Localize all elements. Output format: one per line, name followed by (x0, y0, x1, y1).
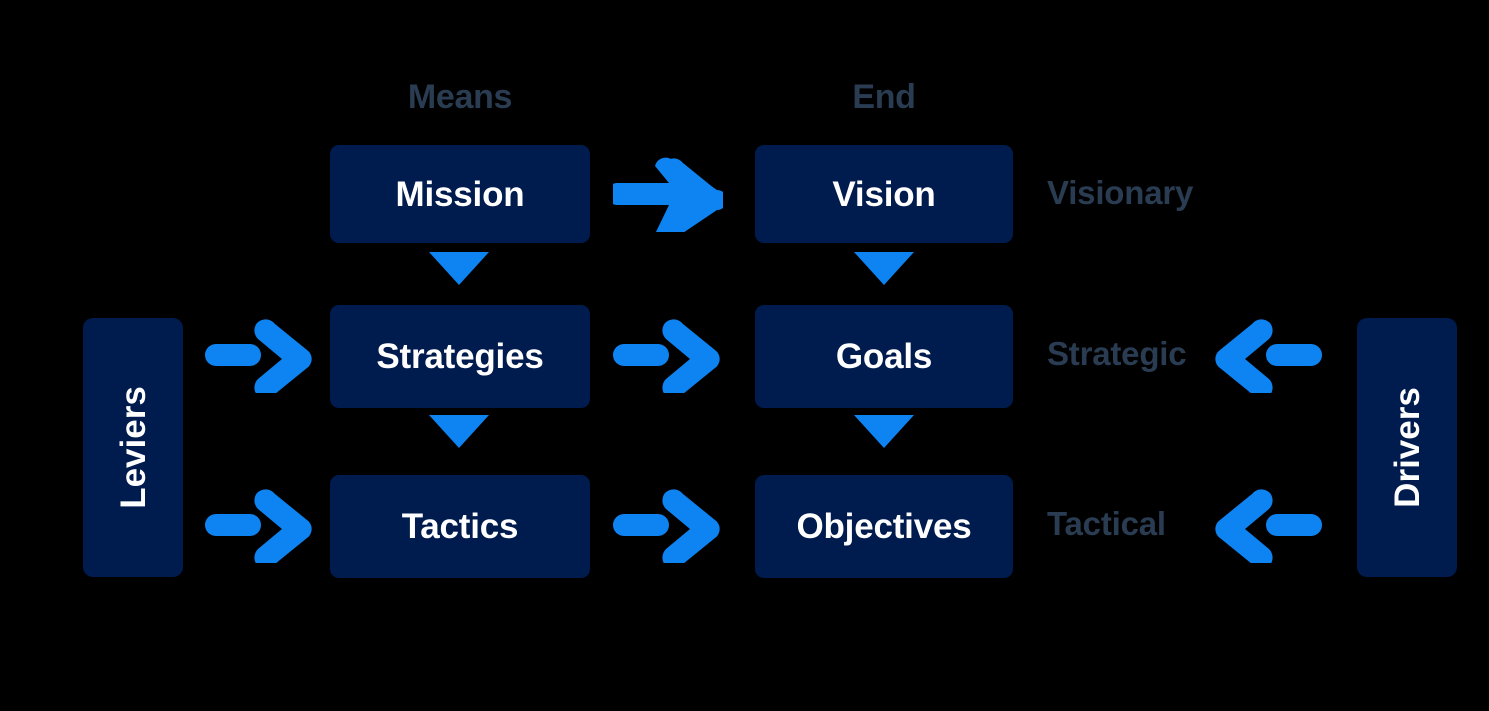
arrow-left-icon-drivers-to-strategic (1212, 317, 1322, 393)
tier-label-strategic: Strategic (1047, 335, 1187, 372)
node-label-vision: Vision (832, 174, 936, 214)
arrow-right-icon-mission-to-vision (613, 156, 723, 232)
tier-label-tactical: Tactical (1047, 505, 1166, 542)
triangle-down-icon-goals-to-objectives (854, 415, 914, 448)
column-header-end: End (852, 78, 916, 116)
column-header-means: Means (407, 78, 513, 116)
tier-label-visionary: Visionary (1047, 174, 1194, 211)
arrow-left-icon-drivers-to-tactical (1212, 487, 1322, 563)
side-box-leviers[interactable]: Leviers (83, 318, 183, 577)
side-box-drivers-label: Drivers (1387, 387, 1427, 508)
triangle-down-icon-strategies-to-tactics (429, 415, 489, 448)
node-box-vision[interactable]: Vision (755, 145, 1013, 243)
triangle-down-icon-vision-to-goals (854, 252, 914, 285)
arrow-right-icon-strategies-to-goals (613, 317, 723, 393)
node-box-strategies[interactable]: Strategies (330, 305, 590, 408)
node-label-tactics: Tactics (401, 507, 519, 546)
node-label-mission: Mission (395, 174, 525, 214)
triangle-down-icon-mission-to-strategies (429, 252, 489, 285)
arrow-right-icon-tactics-to-objectives (613, 487, 723, 563)
node-label-strategies: Strategies (376, 337, 544, 376)
side-box-leviers-label: Leviers (113, 386, 153, 509)
arrow-right-icon-leviers-to-strategies (205, 317, 315, 393)
arrow-right-icon-leviers-to-tactics (205, 487, 315, 563)
node-box-objectives[interactable]: Objectives (755, 475, 1013, 578)
node-box-mission[interactable]: Mission (330, 145, 590, 243)
node-box-goals[interactable]: Goals (755, 305, 1013, 408)
side-box-drivers[interactable]: Drivers (1357, 318, 1457, 577)
node-label-objectives: Objectives (796, 507, 972, 546)
node-box-tactics[interactable]: Tactics (330, 475, 590, 578)
node-label-goals: Goals (835, 337, 933, 376)
